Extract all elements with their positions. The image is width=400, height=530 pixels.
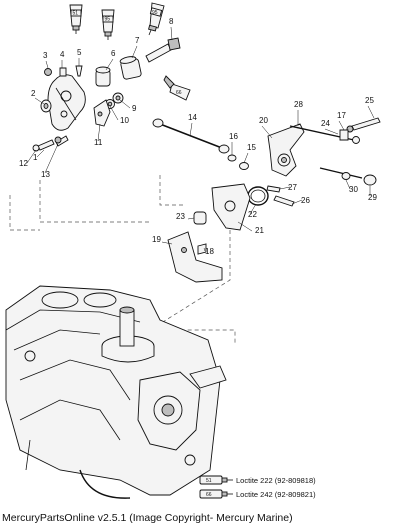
tube-label: 66 [176, 90, 182, 96]
callout-27: 27 [288, 183, 297, 192]
callout-5: 5 [77, 48, 82, 57]
legend-text: Loctite 222 (92-809818) [236, 476, 316, 485]
sealant-tube-95-b: 95 [148, 2, 165, 36]
callout-7: 7 [135, 36, 140, 45]
callout-9: 9 [132, 104, 137, 113]
legend-code: 66 [206, 492, 212, 498]
legend-item-51: 51 Loctite 222 (92-809818) [199, 475, 316, 485]
tube-label: 51 [73, 11, 79, 17]
callout-16: 16 [229, 132, 238, 141]
callout-13: 13 [41, 170, 50, 179]
callout-6: 6 [111, 49, 116, 58]
sealant-tube-66: 66 [163, 75, 191, 101]
callout-leaders [26, 26, 375, 252]
callout-19: 19 [152, 235, 161, 244]
callout-21: 21 [255, 226, 264, 235]
callout-22: 22 [248, 210, 257, 219]
callout-3: 3 [43, 51, 48, 60]
assembly-guide-lines [9, 175, 236, 345]
callout-23: 23 [176, 212, 185, 221]
callout-30: 30 [349, 185, 358, 194]
sealant-tube-51: 51 [69, 4, 83, 34]
callout-8: 8 [169, 17, 174, 26]
legend-item-66: 66 Loctite 242 (92-809821) [199, 489, 316, 499]
callout-11: 11 [94, 138, 103, 147]
sealant-tube-95: 95 [101, 9, 115, 40]
callout-10: 10 [120, 116, 129, 125]
callout-20: 20 [259, 116, 268, 125]
callout-29: 29 [368, 193, 377, 202]
callout-1: 1 [33, 153, 38, 162]
legend-text: Loctite 242 (92-809821) [236, 490, 316, 499]
powerhead-block [5, 285, 227, 499]
throttle-cam-assembly [32, 37, 181, 152]
callout-2: 2 [31, 89, 36, 98]
shift-linkage-assembly [152, 117, 381, 283]
callout-12: 12 [19, 159, 28, 168]
callout-26: 26 [301, 196, 310, 205]
callout-15: 15 [247, 143, 256, 152]
callout-25: 25 [365, 96, 374, 105]
tube-label: 95 [105, 17, 111, 23]
callout-28: 28 [294, 100, 303, 109]
callout-14: 14 [188, 113, 197, 122]
callout-4: 4 [60, 50, 65, 59]
legend-code: 51 [206, 478, 212, 484]
image-caption: MercuryPartsOnline v2.5.1 (Image Copyrig… [2, 512, 293, 524]
callout-24: 24 [321, 119, 330, 128]
tube-label: 95 [152, 10, 158, 16]
sealant-legend: 51 Loctite 222 (92-809818) 66 Loctite 24… [199, 475, 316, 499]
callout-17: 17 [337, 111, 346, 120]
callout-18: 18 [205, 247, 214, 256]
